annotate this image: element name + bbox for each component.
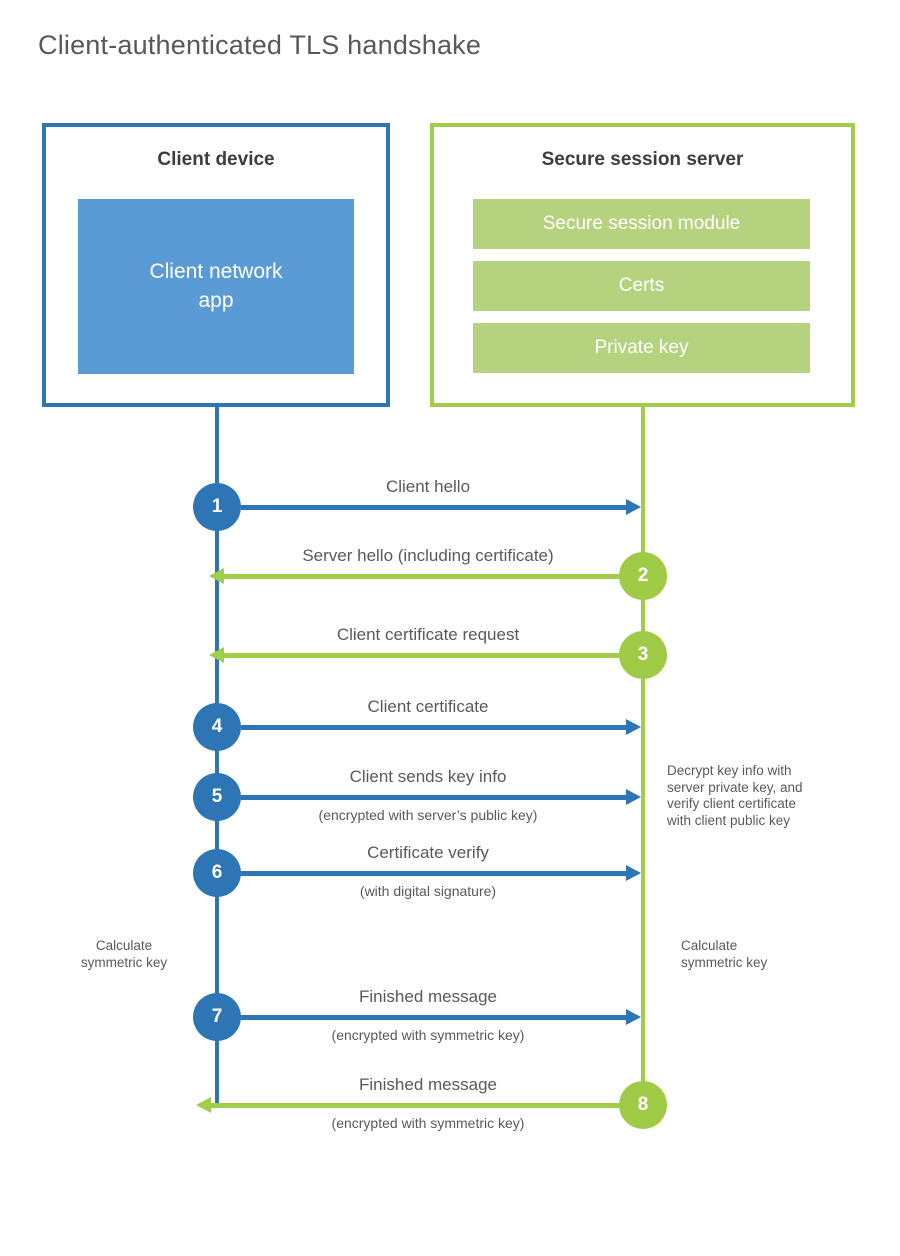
client-lifeline <box>215 407 219 1103</box>
server-title: Secure session server <box>541 149 744 170</box>
step-5-sublabel: (encrypted with server’s public key) <box>318 807 538 823</box>
step-3-number: 3 <box>637 644 649 665</box>
arrow-step-4 <box>241 725 627 730</box>
arrowhead-step-8 <box>196 1097 211 1113</box>
arrowhead-step-6 <box>626 865 641 881</box>
step-7-circle: 7 <box>193 993 241 1041</box>
step-6-circle: 6 <box>193 849 241 897</box>
calculate-symmetric-key-right: Calculate symmetric key <box>681 938 768 970</box>
client-device-title: Client device <box>157 149 275 170</box>
calculate-symmetric-key-left: Calculate symmetric key <box>80 938 168 970</box>
step-7-sublabel: (encrypted with symmetric key) <box>331 1027 525 1043</box>
step-6-number: 6 <box>211 862 223 883</box>
step-1-circle: 1 <box>193 483 241 531</box>
secure-session-server-box: Secure session server Secure session mod… <box>430 123 855 407</box>
step-2-circle: 2 <box>619 552 667 600</box>
step-8-number: 8 <box>637 1094 649 1115</box>
arrowhead-step-4 <box>626 719 641 735</box>
arrowhead-step-2 <box>209 568 224 584</box>
step-8-label: Finished message <box>359 1075 497 1094</box>
step-3-circle: 3 <box>619 631 667 679</box>
step-6-label: Certificate verify <box>367 843 489 862</box>
step-7-number: 7 <box>211 1006 223 1027</box>
step-4-number: 4 <box>211 716 223 737</box>
server-module-private-key: Private key <box>473 323 810 373</box>
step-4-label: Client certificate <box>367 697 489 716</box>
step-5-circle: 5 <box>193 773 241 821</box>
step-5-label: Client sends key info <box>349 767 507 786</box>
client-network-app-box: Client network app <box>78 199 354 374</box>
arrow-step-7 <box>241 1015 627 1020</box>
step-8-sublabel: (encrypted with symmetric key) <box>331 1115 525 1131</box>
server-lifeline <box>641 407 645 1128</box>
arrow-step-5 <box>241 795 627 800</box>
step-3-label: Client certificate request <box>336 625 520 644</box>
step-2-number: 2 <box>637 565 649 586</box>
page-title: Client-authenticated TLS handshake <box>38 30 482 60</box>
server-module-secure-session: Secure session module <box>473 199 810 249</box>
arrowhead-step-3 <box>209 647 224 663</box>
step-4-circle: 4 <box>193 703 241 751</box>
step-5-number: 5 <box>211 786 223 807</box>
step-7-label: Finished message <box>359 987 497 1006</box>
decrypt-note: Decrypt key info with server private key… <box>667 763 803 828</box>
arrow-step-6 <box>241 871 627 876</box>
arrowhead-step-7 <box>626 1009 641 1025</box>
step-1-number: 1 <box>211 496 223 517</box>
step-1-label: Client hello <box>385 477 471 496</box>
arrow-step-3 <box>223 653 619 658</box>
step-2-label: Server hello (including certificate) <box>302 546 554 565</box>
server-module-certs: Certs <box>473 261 810 311</box>
arrow-step-1 <box>241 505 627 510</box>
arrow-step-8 <box>210 1103 619 1108</box>
arrow-step-2 <box>223 574 619 579</box>
arrowhead-step-5 <box>626 789 641 805</box>
step-8-circle: 8 <box>619 1081 667 1129</box>
client-device-box: Client device Client network app <box>42 123 390 407</box>
step-6-sublabel: (with digital signature) <box>359 883 497 899</box>
arrowhead-step-1 <box>626 499 641 515</box>
